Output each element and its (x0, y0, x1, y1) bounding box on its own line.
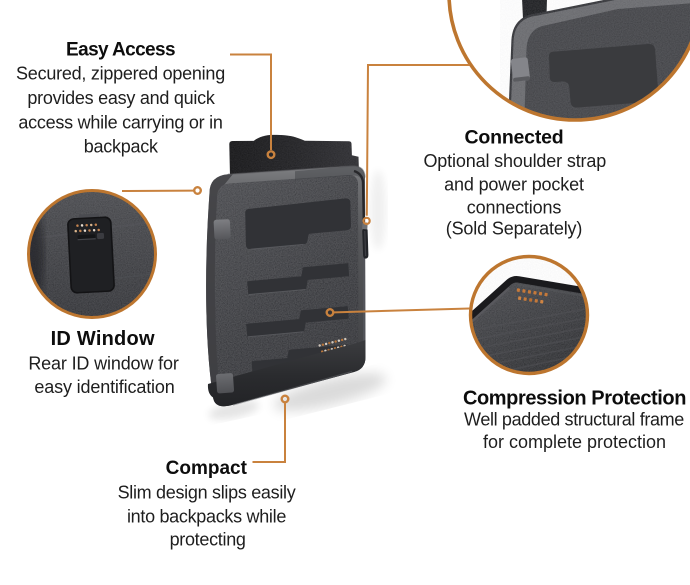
svg-text:Optional shoulder strap: Optional shoulder strap (423, 151, 606, 171)
svg-text:Rear ID window for: Rear ID window for (28, 354, 179, 374)
svg-text:Well padded structural frame: Well padded structural frame (464, 410, 684, 430)
svg-text:Easy Access: Easy Access (66, 40, 175, 61)
svg-text:easy identification: easy identification (34, 377, 174, 397)
svg-text:(Sold Separately): (Sold Separately) (446, 219, 583, 239)
svg-text:Compact: Compact (166, 458, 248, 479)
svg-text:provides easy and quick: provides easy and quick (27, 88, 216, 108)
svg-text:ID Window: ID Window (51, 328, 155, 350)
svg-text:access while carrying or in: access while carrying or in (18, 112, 222, 132)
svg-text:into backpacks while: into backpacks while (127, 506, 286, 526)
svg-text:connections: connections (467, 197, 562, 217)
svg-text:and power pocket: and power pocket (444, 175, 584, 195)
svg-text:Slim design slips easily: Slim design slips easily (118, 482, 296, 502)
svg-text:Secured, zippered opening: Secured, zippered opening (16, 63, 225, 83)
svg-text:backpack: backpack (84, 136, 159, 156)
svg-text:Connected: Connected (465, 127, 564, 149)
svg-text:protecting: protecting (170, 529, 246, 549)
svg-text:for complete protection: for complete protection (483, 432, 666, 452)
svg-text:Compression Protection: Compression Protection (463, 387, 686, 409)
